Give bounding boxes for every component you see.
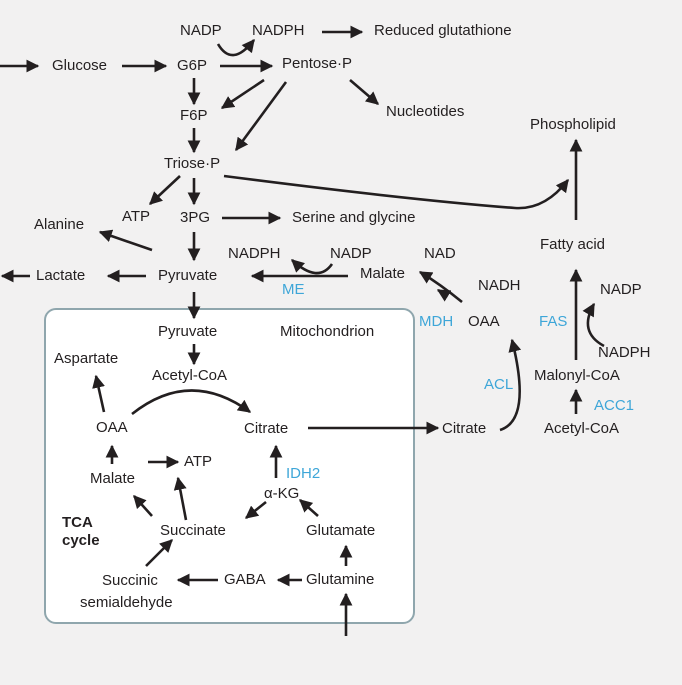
lactate-label: Lactate: [36, 267, 86, 284]
nadph-fas-label: NADPH: [598, 344, 651, 361]
arrow-glutamate-akg: [299, 499, 319, 517]
serine-glycine-label: Serine and glycine: [292, 209, 416, 226]
phospholipid-label: Phospholipid: [530, 116, 616, 133]
arrow-nadph-nadp-fas-curve: [582, 302, 605, 348]
atp-label: ATP: [122, 208, 151, 225]
aspartate-label: Aspartate: [54, 350, 119, 367]
alpha-kg-label: α-KG: [264, 485, 300, 502]
nad-label: NAD: [424, 245, 456, 262]
glutamate-label: Glutamate: [306, 522, 376, 539]
succinate-label: Succinate: [160, 522, 226, 539]
pyruvate-mito-label: Pyruvate: [158, 323, 218, 340]
citrate-cytosol-label: Citrate: [442, 420, 487, 437]
mitochondrion-compartment: [44, 308, 415, 624]
nadp-fas-label: NADP: [600, 281, 642, 298]
g6p-label: G6P: [177, 57, 208, 74]
arrow-oaa-aspartate: [92, 374, 106, 413]
mitochondrion-label: Mitochondrion: [280, 323, 375, 340]
fatty-acid-label: Fatty acid: [540, 236, 606, 253]
tca-cycle-label-line1: TCA: [62, 514, 93, 531]
alanine-label: Alanine: [34, 216, 85, 233]
tca-cycle-label-line2: cycle: [62, 532, 100, 549]
citrate-mito-label: Citrate: [244, 420, 289, 437]
arrow-triosep-atp: [149, 175, 181, 205]
nadp-me-label: NADP: [330, 245, 372, 262]
acetyl-coa-cytosol-label: Acetyl-CoA: [544, 420, 620, 437]
glucose-label: Glucose: [52, 57, 108, 74]
succinic-semialdehyde-label-line1: Succinic: [102, 572, 158, 589]
nadp-label: NADP: [180, 22, 222, 39]
oaa-cytosol-label: OAA: [468, 313, 500, 330]
pentose-p-label: Pentose·P: [282, 55, 353, 72]
triose-p-label: Triose·P: [164, 155, 221, 172]
arrow-pentose-triosep: [234, 81, 288, 152]
arrow-triosep-phospholipid: [223, 174, 570, 210]
arrow-semialdehyde-succinate: [145, 539, 173, 567]
malate-cytosol-label: Malate: [360, 265, 406, 282]
succinic-semialdehyde-label-line2: semialdehyde: [80, 594, 173, 611]
arrow-akg-succinate: [244, 500, 267, 520]
arrow-oaa-malate: [436, 288, 452, 302]
pyruvate-cytosol-label: Pyruvate: [158, 267, 218, 284]
nadh-label: NADH: [478, 277, 521, 294]
mdh-enzyme-label: MDH: [419, 313, 454, 330]
idh2-enzyme-label: IDH2: [286, 465, 321, 482]
f6p-label: F6P: [180, 107, 208, 124]
arrow-pentose-f6p: [220, 78, 265, 110]
3pg-label: 3PG: [180, 209, 211, 226]
acc1-enzyme-label: ACC1: [594, 397, 635, 414]
malonyl-coa-label: Malonyl-CoA: [534, 367, 620, 384]
arrow-nadp-nadph-me-curve: [291, 259, 334, 275]
arrow-nadh-nad-curve: [418, 270, 463, 304]
arrow-pentose-nucleotides: [349, 79, 379, 105]
acl-enzyme-label: ACL: [484, 376, 514, 393]
glutamine-label: Glutamine: [306, 571, 375, 588]
nadph-me-label: NADPH: [228, 245, 281, 262]
nadph-label: NADPH: [252, 22, 305, 39]
fas-enzyme-label: FAS: [539, 313, 568, 330]
arrow-nadp-nadph-curve: [216, 38, 256, 57]
arrow-oaa-citrate: [131, 389, 252, 416]
arrow-succinate-atp: [173, 476, 188, 521]
arrow-3pg-alanine: [98, 229, 153, 252]
reduced-glutathione-label: Reduced glutathione: [374, 22, 512, 39]
atp-mito-label: ATP: [184, 453, 213, 470]
me-enzyme-label: ME: [282, 281, 305, 298]
nucleotides-label: Nucleotides: [386, 103, 465, 120]
malate-mito-label: Malate: [90, 470, 136, 487]
arrow-citrate-oaa: [499, 338, 522, 432]
oaa-mito-label: OAA: [96, 419, 128, 436]
arrow-succinate-malate: [133, 495, 153, 517]
gaba-label: GABA: [224, 571, 266, 588]
acetyl-coa-mito-label: Acetyl-CoA: [152, 367, 228, 384]
